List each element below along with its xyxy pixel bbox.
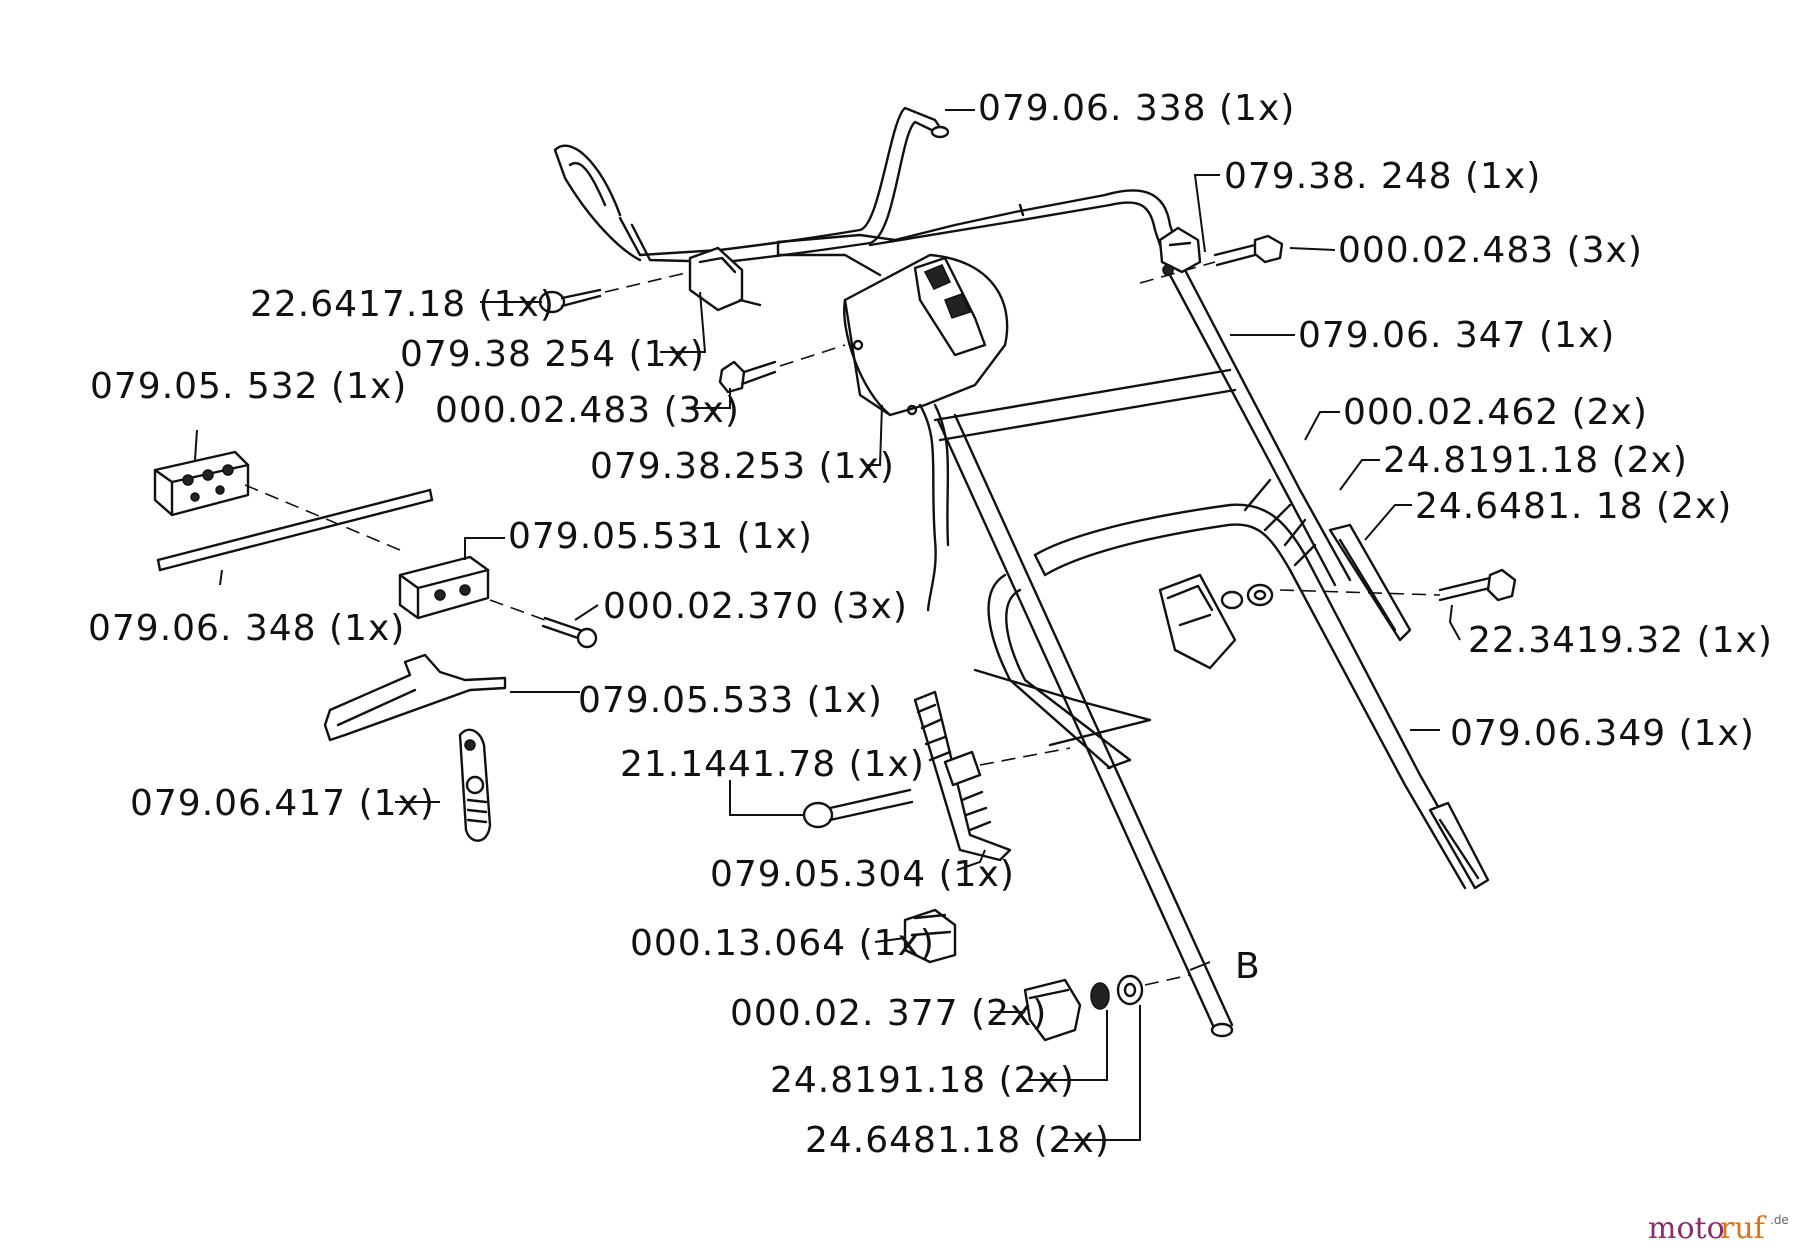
watermark-ruf: ruf xyxy=(1720,1211,1767,1246)
label-000-02-483-right: 000.02.483 (3x) xyxy=(1338,230,1643,271)
block-079-05-532-drawing xyxy=(153,450,250,517)
label-21-1441-78: 21.1441.78 (1x) xyxy=(620,744,925,785)
label-079-05-532: 079.05. 532 (1x) xyxy=(90,366,407,407)
label-22-6417-18: 22.6417.18 (1x) xyxy=(250,284,555,325)
screw-000-02-483-right-drawing xyxy=(1213,234,1284,267)
main-tube-drawing xyxy=(936,413,1234,1038)
lever-knob-drawing xyxy=(1158,573,1274,670)
label-079-38-254: 079.38 254 (1x) xyxy=(400,334,705,375)
label-079-06-347: 079.06. 347 (1x) xyxy=(1298,315,1615,356)
label-24-6481-18-lower: 24.6481.18 (2x) xyxy=(805,1120,1110,1161)
label-079-38-253: 079.38.253 (1x) xyxy=(590,446,895,487)
watermark-moto: moto xyxy=(1648,1211,1725,1246)
knob-000-02-377-drawing xyxy=(1023,974,1144,1042)
label-079-06-349: 079.06.349 (1x) xyxy=(1450,713,1755,754)
block-079-05-531-drawing xyxy=(398,555,490,620)
watermark-logo: moto ruf .de xyxy=(1648,1211,1789,1246)
screw-000-02-370-drawing xyxy=(541,616,598,649)
label-24-8191-18-lower: 24.8191.18 (2x) xyxy=(770,1060,1075,1101)
label-22-3419-32: 22.3419.32 (1x) xyxy=(1468,620,1773,661)
upper-handle-drawing xyxy=(776,189,1352,587)
spring-drawing xyxy=(913,690,1012,862)
label-079-06-338: 079.06. 338 (1x) xyxy=(978,88,1295,129)
grip-slot-drawing xyxy=(1328,523,1412,642)
label-000-13-064: 000.13.064 (1x) xyxy=(630,923,935,964)
cap-000-13-064-drawing xyxy=(903,908,957,964)
leader-lines xyxy=(194,109,1461,1141)
clamp-079-38-248-drawing xyxy=(1158,226,1202,276)
rod-drawing xyxy=(156,488,434,572)
plate-drawing xyxy=(458,728,492,842)
label-24-8191-18-upper: 24.8191.18 (2x) xyxy=(1383,440,1688,481)
watermark-de: .de xyxy=(1770,1213,1789,1227)
label-079-05-531: 079.05.531 (1x) xyxy=(508,516,813,557)
clamp-drawing xyxy=(688,246,762,312)
label-000-02-462: 000.02.462 (2x) xyxy=(1343,392,1648,433)
bolt-21-1441-drawing xyxy=(802,788,914,829)
label-079-06-417: 079.06.417 (1x) xyxy=(130,783,435,824)
switch-box-drawing xyxy=(843,253,1009,612)
control-bar-drawing xyxy=(553,106,950,264)
label-000-02-377: 000.02. 377 (2x) xyxy=(730,993,1047,1034)
label-079-06-348: 079.06. 348 (1x) xyxy=(88,608,405,649)
marker-b: B xyxy=(1235,946,1261,987)
bolt-22-3419-drawing xyxy=(1438,568,1517,602)
label-079-38-248: 079.38. 248 (1x) xyxy=(1224,156,1541,197)
label-079-05-533: 079.05.533 (1x) xyxy=(578,680,883,721)
label-000-02-370: 000.02.370 (3x) xyxy=(603,586,908,627)
label-000-02-483-left: 000.02.483 (3x) xyxy=(435,390,740,431)
bracket-drawing xyxy=(323,653,507,742)
label-24-6481-18-upper: 24.6481. 18 (2x) xyxy=(1415,486,1732,527)
label-079-05-304: 079.05.304 (1x) xyxy=(710,854,1015,895)
screw-000-02-483-left-drawing xyxy=(718,360,777,394)
